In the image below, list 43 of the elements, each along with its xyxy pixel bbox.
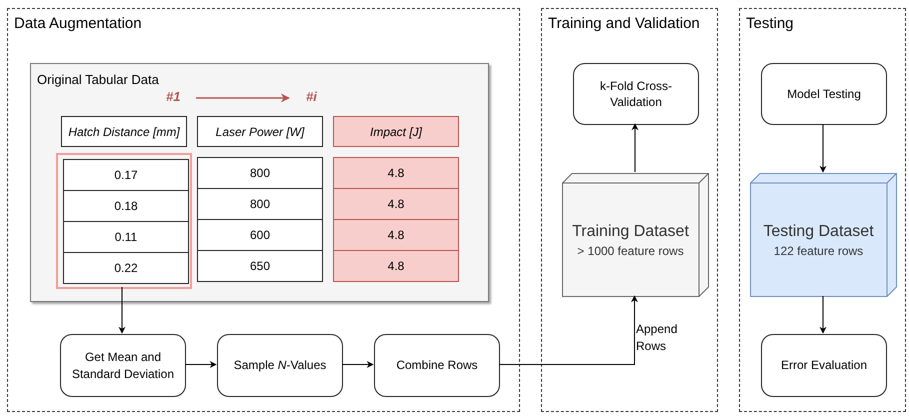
table-title: Original Tabular Data [37, 72, 159, 88]
column-index-label: #i [306, 89, 317, 106]
section-title: Testing [746, 15, 794, 34]
table-cell: 800 [197, 188, 323, 220]
table-cell: 4.8 [333, 250, 459, 282]
arrow [820, 124, 826, 173]
section-panel [541, 8, 718, 412]
table-cell: 4.8 [333, 157, 459, 189]
dataset-subtitle: > 1000 feature rows [577, 244, 684, 258]
table-cell: 600 [197, 219, 323, 251]
section-title: Data Augmentation [14, 15, 142, 34]
section-panel [739, 8, 906, 412]
process-box: Combine Rows [374, 334, 500, 397]
process-box: k-Fold Cross-Validation [573, 63, 699, 125]
table-cell: 0.11 [63, 221, 189, 253]
dataset-title: Testing Dataset [763, 222, 874, 242]
process-box: Sample N-Values [217, 334, 343, 397]
table-cell: 0.18 [63, 190, 189, 222]
table-panel [30, 63, 489, 302]
arrow [184, 361, 217, 368]
column-header: Hatch Distance [mm] [61, 116, 187, 147]
process-box: Error Evaluation [761, 334, 887, 397]
section-panel [7, 8, 520, 412]
section-title: Training and Validation [548, 15, 700, 34]
process-box: Get Mean and Standard Deviation [60, 334, 186, 397]
column-index-label: #1 [166, 89, 180, 106]
dataset-title: Training Dataset [572, 222, 689, 242]
table-cell: 0.17 [63, 159, 189, 191]
column-header: Laser Power [W] [197, 116, 323, 147]
arrow [498, 295, 638, 365]
column-header: Impact [J] [333, 116, 459, 147]
table-cell: 650 [197, 250, 323, 282]
arrow [342, 361, 374, 368]
highlight-frame [56, 153, 192, 289]
table-cell: 4.8 [333, 219, 459, 251]
table-cell: 0.22 [63, 252, 189, 284]
dataset-subtitle: 122 feature rows [774, 244, 864, 258]
arrow [632, 123, 638, 172]
process-box: Model Testing [761, 63, 887, 125]
arrow [118, 286, 126, 334]
arrow [820, 296, 826, 334]
table-cell: 800 [197, 157, 323, 189]
table-cell: 4.8 [333, 188, 459, 220]
